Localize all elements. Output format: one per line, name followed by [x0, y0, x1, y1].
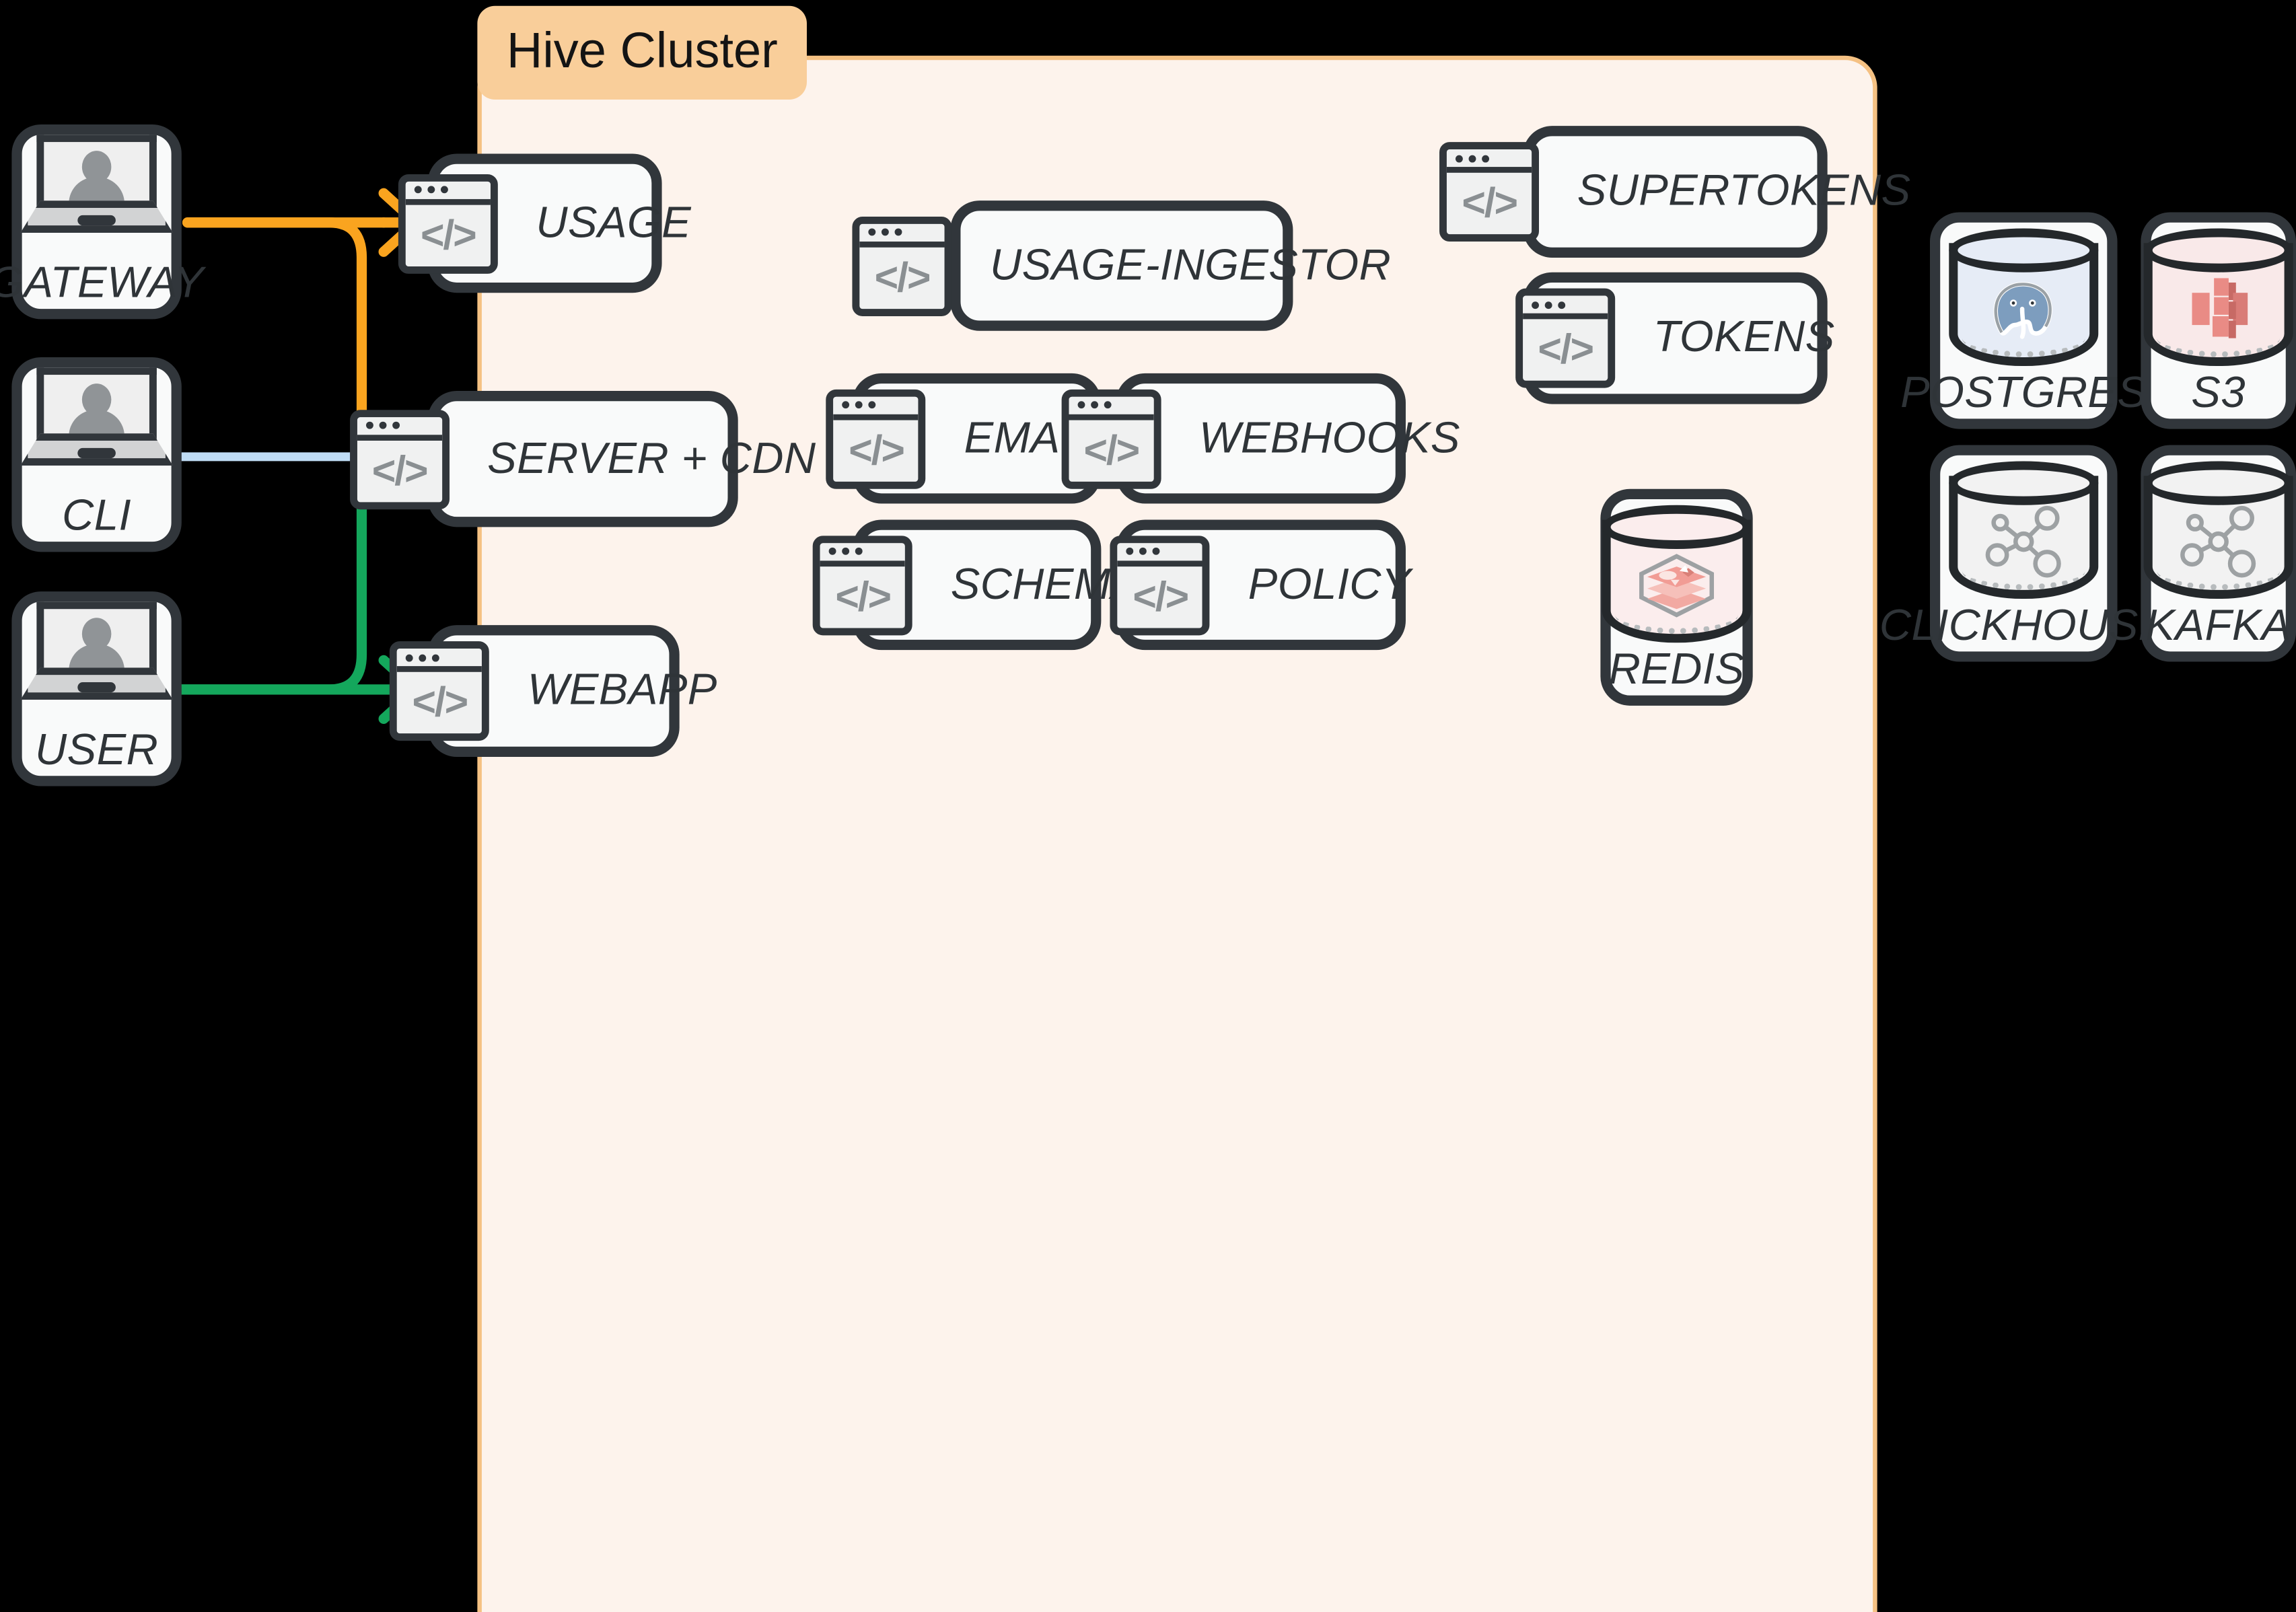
node-graph-glyph — [1985, 505, 2061, 578]
store-node-postgres[interactable]: POSTGRES — [1900, 212, 2147, 429]
code-window-icon: </> — [852, 215, 952, 316]
store-label: KAFKA — [2145, 601, 2291, 651]
store-node-redis[interactable]: REDIS — [1600, 488, 1753, 706]
postgres-elephant-glyph — [1993, 282, 2052, 339]
store-node-kafka[interactable]: KAFKA — [2141, 445, 2296, 662]
s3-bucket-glyph — [2192, 278, 2248, 338]
store-label: CLICKHOUSE — [1879, 601, 2168, 651]
service-label: SCHEMA — [950, 560, 1141, 609]
client-node-cli[interactable]: CLI — [11, 357, 182, 552]
code-window-icon: </> — [1439, 142, 1540, 242]
postgres-cylinder-icon — [1943, 223, 2104, 367]
diagram-canvas: Hive Cluster — [0, 5, 2296, 1612]
redis-stack-glyph — [1639, 554, 1715, 618]
service-label: SERVER + CDN — [487, 434, 816, 482]
hive-cluster-badge: Hive Cluster — [477, 5, 808, 100]
code-window-icon: </> — [1061, 388, 1161, 488]
laptop-user-icon — [20, 367, 173, 466]
client-label: CLI — [62, 492, 132, 540]
laptop-user-icon — [20, 601, 173, 700]
service-label: USAGE-INGESTOR — [990, 240, 1392, 289]
service-node-usage[interactable]: </> USAGE — [398, 153, 691, 293]
node-graph-glyph — [2180, 505, 2256, 578]
service-label: POLICY — [1248, 560, 1411, 609]
client-node-gateway[interactable]: GATEWAY — [0, 124, 204, 320]
store-label: REDIS — [1608, 645, 1745, 694]
store-node-clickhouse[interactable]: CLICKHOUSE — [1879, 445, 2167, 662]
code-window-icon: </> — [813, 535, 913, 635]
store-label: S3 — [2191, 369, 2246, 418]
service-node-webapp[interactable]: </> WEBAPP — [390, 625, 717, 758]
service-label: WEBAPP — [527, 666, 717, 715]
service-node-supertokens[interactable]: </> SUPERTOKENS — [1439, 126, 1910, 258]
service-label: USAGE — [536, 198, 692, 247]
wire-gateway-to-usage — [182, 188, 421, 257]
service-label: TOKENS — [1653, 313, 1835, 362]
code-window-icon: </> — [1515, 288, 1616, 388]
service-label: WEBHOOKS — [1198, 413, 1460, 462]
nodegraph-cylinder-icon — [1943, 455, 2104, 599]
service-node-webhooks[interactable]: </> WEBHOOKS — [1061, 373, 1460, 504]
service-node-schema[interactable]: </> SCHEMA — [813, 519, 1140, 651]
service-node-policy[interactable]: </> POLICY — [1110, 519, 1410, 651]
service-label: SUPERTOKENS — [1577, 167, 1911, 215]
store-node-s3[interactable]: S3 — [2138, 212, 2296, 429]
service-node-tokens[interactable]: </> TOKENS — [1515, 272, 1834, 404]
code-window-icon: </> — [398, 173, 498, 273]
code-window-icon: </> — [349, 409, 450, 509]
redis-cylinder-icon — [1596, 499, 1757, 643]
service-node-emails[interactable]: </> EMAILS — [826, 373, 1126, 504]
client-node-user[interactable]: USER — [11, 591, 182, 786]
code-window-icon: </> — [1110, 535, 1211, 635]
store-label: POSTGRES — [1900, 369, 2147, 418]
client-label: USER — [35, 726, 159, 775]
code-window-icon: </> — [390, 641, 490, 741]
nodegraph-cylinder-icon — [2138, 455, 2296, 599]
client-label: GATEWAY — [0, 259, 204, 307]
code-window-icon: </> — [826, 388, 927, 488]
wire-user-to-webapp — [176, 655, 421, 725]
service-node-usage-ingestor[interactable]: </> USAGE-INGESTOR — [852, 200, 1391, 331]
s3-cylinder-icon — [2138, 223, 2296, 367]
service-node-server-cdn[interactable]: </> SERVER + CDN — [349, 390, 816, 527]
laptop-user-icon — [20, 135, 173, 233]
